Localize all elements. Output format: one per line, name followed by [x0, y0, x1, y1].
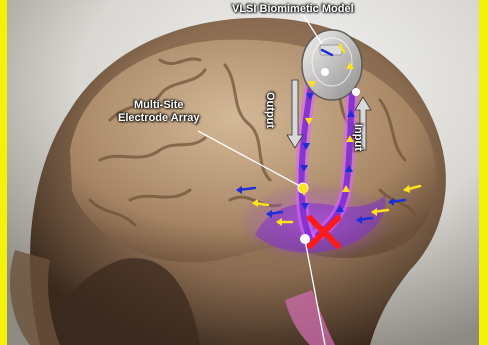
output-label: Output: [263, 92, 276, 128]
left-yellow-bar: [0, 0, 7, 345]
chip-device-icon: [302, 30, 362, 100]
electrode-label-line2: Electrode Array: [118, 112, 200, 125]
input-label: Input: [351, 124, 364, 151]
electrode-array-label: Multi-Site Electrode Array: [118, 99, 200, 125]
right-yellow-bar: [479, 0, 488, 345]
vlsi-model-label: VLSI Biomimetic Model: [232, 3, 354, 16]
electrode-label-line1: Multi-Site: [118, 99, 200, 112]
